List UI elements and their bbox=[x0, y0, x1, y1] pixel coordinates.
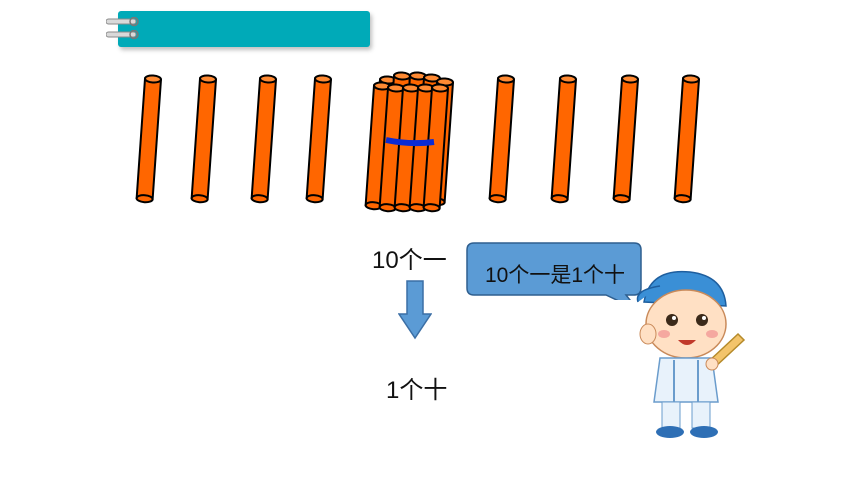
stick bbox=[612, 73, 640, 204]
stick bbox=[550, 73, 578, 204]
stick-bundle bbox=[364, 70, 455, 213]
stick bbox=[250, 73, 278, 204]
speech-bubble-text: 10个一是1个十 bbox=[484, 264, 626, 287]
counting-sticks bbox=[135, 70, 701, 213]
stick bbox=[673, 73, 701, 204]
stick bbox=[190, 73, 218, 204]
title-bar bbox=[118, 11, 370, 47]
stick bbox=[305, 73, 333, 204]
one-ten-label: 1个十 bbox=[386, 377, 448, 404]
binder-clip-icon bbox=[106, 30, 139, 40]
stick bbox=[488, 73, 516, 204]
binder-clip-icon bbox=[106, 17, 139, 27]
bundle-band bbox=[385, 137, 435, 147]
arrow-down-icon bbox=[398, 280, 432, 340]
boy-character-icon bbox=[636, 270, 746, 438]
speech-bubble bbox=[466, 242, 642, 300]
ten-ones-label: 10个一 bbox=[372, 247, 447, 274]
stick bbox=[135, 73, 163, 204]
